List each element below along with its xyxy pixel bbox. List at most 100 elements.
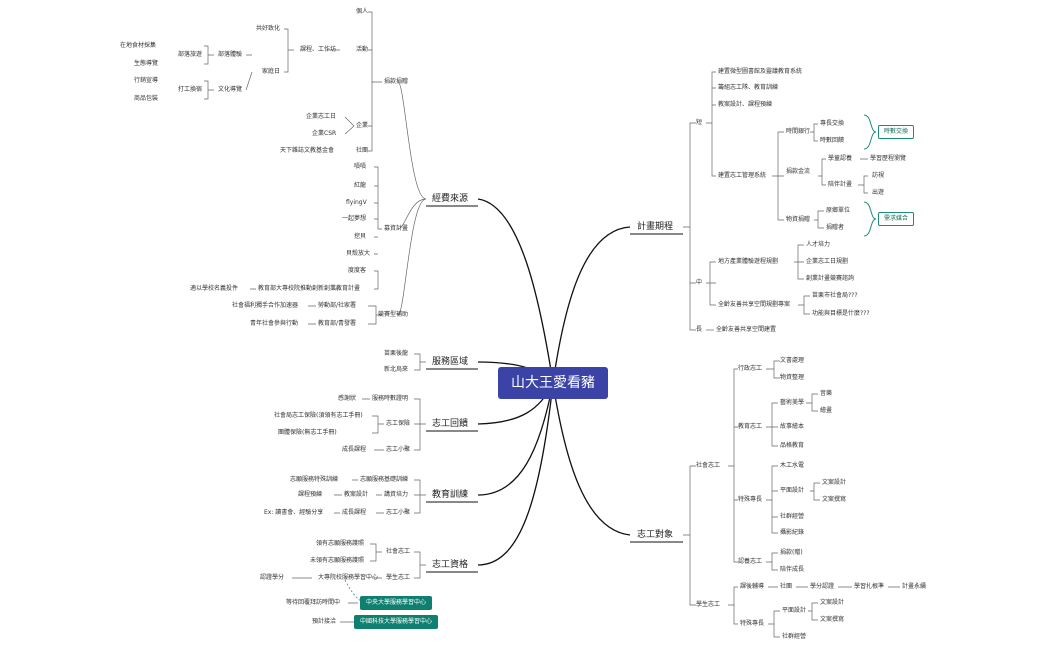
node[interactable]: 計畫永續 (902, 583, 927, 590)
node[interactable]: 文案設計 (822, 479, 847, 486)
center-ncu-badge[interactable]: 中央大學服務學習中心 (360, 596, 433, 610)
node[interactable]: 時數回饋 (820, 137, 845, 144)
node[interactable]: 學習扎根準 (854, 583, 885, 590)
branch-plan[interactable]: 計畫期程 (637, 222, 674, 232)
node[interactable]: 捐款金流 (786, 168, 811, 175)
node[interactable]: 志願服務特殊訓練 (290, 476, 339, 483)
node[interactable]: 教育部大專校院推動創新創業教育計畫 (258, 285, 361, 292)
node[interactable]: 志工小聚 (386, 446, 411, 453)
node[interactable]: 一起夢想 (342, 215, 367, 222)
node[interactable]: 共好致化 (256, 25, 281, 32)
node[interactable]: 捐款捐贈 (384, 78, 409, 85)
node[interactable]: 學分認證 (810, 583, 835, 590)
branch-training[interactable]: 教育訓練 (432, 490, 469, 500)
node[interactable]: 教育部/青發署 (318, 320, 357, 327)
branch-target[interactable]: 志工對象 (637, 530, 674, 540)
node[interactable]: 部落體驗 (218, 51, 243, 58)
node[interactable]: 活動 (356, 46, 369, 53)
node[interactable]: 全齡友善共享空間規劃專案 (718, 301, 791, 308)
node[interactable]: 物資捐贈 (786, 216, 811, 223)
node[interactable]: 領有志願服務護照 (316, 540, 365, 547)
node[interactable]: flyingV (346, 199, 367, 206)
node[interactable]: 功能與目標是什麼??? (812, 310, 870, 317)
node[interactable]: Ex: 讀書會、經驗分享 (264, 509, 324, 516)
node[interactable]: 建置志工管理系統 (718, 172, 767, 179)
node[interactable]: 苗栗市社會局??? (812, 292, 858, 299)
node[interactable]: 特殊專長 (738, 496, 763, 503)
node[interactable]: 長 (696, 326, 703, 333)
node[interactable]: 文案撰寫 (822, 496, 847, 503)
node[interactable]: 嘖嘖 (354, 163, 367, 170)
node[interactable]: 天下雜誌文教基金會 (280, 147, 335, 154)
node[interactable]: 全齡友善共享空間建置 (716, 326, 777, 333)
node[interactable]: 個人 (356, 8, 369, 15)
node[interactable]: 志工保險 (386, 420, 411, 427)
branch-qualify[interactable]: 志工資格 (432, 560, 469, 570)
node[interactable]: 大專院校服務學習中心 (318, 574, 379, 581)
node[interactable]: 音樂 (820, 390, 833, 397)
node[interactable]: 社會志工 (386, 548, 411, 555)
node[interactable]: 挖貝 (354, 233, 367, 240)
node[interactable]: 競賽型補助 (378, 311, 409, 318)
node[interactable]: 出遊 (872, 189, 885, 196)
node[interactable]: 學習歷程瀏覽 (870, 155, 907, 162)
branch-service[interactable]: 服務區域 (432, 357, 469, 367)
node[interactable]: 度度客 (348, 267, 367, 274)
node[interactable]: 捐款(贈) (780, 549, 803, 556)
node[interactable]: 物資整理 (780, 374, 805, 381)
node[interactable]: 勞動部/社家署 (318, 302, 357, 309)
node[interactable]: 文案設計 (820, 599, 845, 606)
node[interactable]: 在地食材採集 (120, 42, 157, 49)
node[interactable]: 學生志工 (386, 574, 411, 581)
node[interactable]: 部落旅遊 (178, 51, 203, 58)
node[interactable]: 教案設計 (344, 491, 369, 498)
node[interactable]: 平面設計 (780, 487, 805, 494)
node[interactable]: 認養志工 (738, 558, 763, 565)
node[interactable]: 建置微型圖書館及靈議教育系統 (718, 68, 803, 75)
node[interactable]: 企業 (356, 122, 369, 129)
node[interactable]: 文書處理 (780, 357, 805, 364)
branch-rewards[interactable]: 志工回饋 (432, 419, 469, 429)
branch-funding[interactable]: 經費來源 (432, 194, 469, 204)
node[interactable]: 捐贈者 (826, 224, 845, 231)
node[interactable]: 創業計畫競賽諮詢 (806, 275, 855, 282)
node[interactable]: 短 (696, 119, 703, 126)
node[interactable]: 企業志工日規劃 (806, 258, 849, 265)
node[interactable]: 預計接洽 (312, 618, 337, 625)
node[interactable]: 講資培力 (384, 491, 409, 498)
node[interactable]: 原鄉單位 (826, 207, 851, 214)
node[interactable]: 家庭日 (262, 68, 281, 75)
node[interactable]: 故事繪本 (780, 423, 805, 430)
node[interactable]: 教育志工 (738, 423, 763, 430)
node[interactable]: 教案設計、課程預練 (718, 101, 773, 108)
node[interactable]: 課後輔導 (740, 583, 765, 590)
node[interactable]: 品格教育 (780, 442, 805, 449)
node[interactable]: 課程預練 (298, 491, 323, 498)
node[interactable]: 社會局志工保險(須領有志工手冊) (274, 412, 363, 419)
node[interactable]: 籌組志工隊、教育訓練 (718, 84, 779, 91)
node[interactable]: 企業志工日 (306, 113, 337, 120)
node[interactable]: 專長交換 (820, 120, 845, 127)
node[interactable]: 等待回覆拜訪時間中 (286, 599, 341, 606)
node[interactable]: 藝術美學 (780, 399, 805, 406)
node[interactable]: 募資計畫 (384, 225, 409, 232)
node[interactable]: 繪畫 (820, 407, 833, 414)
node[interactable]: 苗栗後龍 (384, 350, 409, 357)
node[interactable]: 社群經營 (780, 513, 805, 520)
node[interactable]: 學生志工 (696, 601, 721, 608)
node[interactable]: 服務時數證明 (372, 395, 409, 402)
node[interactable]: 感謝狀 (338, 395, 357, 402)
node[interactable]: 適以學校名義投件 (190, 285, 239, 292)
node[interactable]: 地方產業體驗遊程規劃 (718, 258, 779, 265)
node[interactable]: 人才培力 (806, 241, 831, 248)
node[interactable]: 陪伴計畫 (828, 181, 853, 188)
node[interactable]: 平面設計 (782, 607, 807, 614)
node[interactable]: 未領有志願服務護照 (310, 557, 365, 564)
node[interactable]: 文案撰寫 (820, 616, 845, 623)
node[interactable]: 社團 (356, 147, 369, 154)
node[interactable]: 志工小聚 (386, 509, 411, 516)
node[interactable]: 課程、工作坊 (300, 46, 337, 53)
node[interactable]: 青年社會參與行動 (250, 320, 299, 327)
node[interactable]: 生態導覽 (134, 60, 159, 67)
node[interactable]: 行銷宣導 (134, 77, 159, 84)
